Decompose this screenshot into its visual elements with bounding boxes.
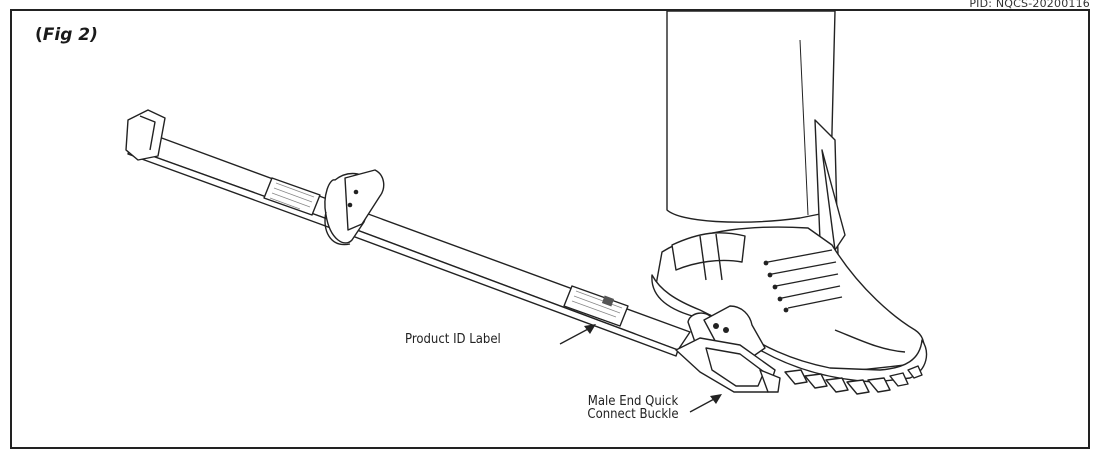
figure-label-text: Fig 2) bbox=[42, 25, 98, 45]
callout-buckle-line1: Male End Quick bbox=[587, 394, 679, 409]
callout-product-id-label: Product ID Label bbox=[405, 332, 501, 347]
figure-label: (Fig 2) bbox=[35, 25, 98, 45]
boot bbox=[651, 226, 928, 395]
callout-arrow-buckle bbox=[689, 394, 722, 413]
leg-pants bbox=[666, 10, 846, 261]
callout-arrow-product-id bbox=[559, 324, 596, 345]
callout-male-end-buckle: Male End Quick Connect Buckle bbox=[553, 395, 713, 421]
strap-illustration bbox=[125, 10, 928, 413]
strap bbox=[125, 109, 691, 357]
pid-code: PID: NQCS-20200116 bbox=[969, 0, 1090, 10]
quick-connect-buckle bbox=[675, 305, 781, 393]
figure-label-paren: ( bbox=[35, 25, 43, 45]
strap-keeper bbox=[324, 169, 385, 246]
callout-buckle-line2: Connect Buckle bbox=[587, 407, 679, 422]
